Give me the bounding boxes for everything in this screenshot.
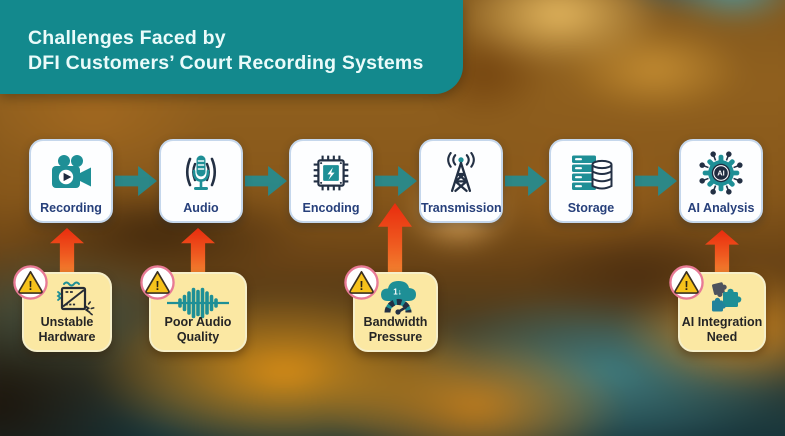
page-title-line1: Challenges Faced by — [28, 27, 226, 49]
challenge-poor-audio-quality: ! Poor Audio Quality — [140, 265, 247, 352]
audio-waveform-icon — [151, 282, 245, 324]
step-label: Encoding — [302, 201, 360, 215]
step-encoding: Encoding — [289, 139, 373, 223]
server-database-icon — [551, 148, 631, 198]
ai-gear-label: AI — [717, 169, 725, 178]
microphone-icon — [161, 148, 241, 198]
step-ai-analysis: AI AI Analysis — [679, 139, 763, 223]
step-label: Audio — [183, 201, 219, 215]
svg-text:!: ! — [155, 279, 159, 293]
challenge-label: Bandwidth Pressure — [363, 315, 428, 344]
step-label: Recording — [40, 201, 102, 215]
warning-badge-icon: ! — [13, 265, 48, 300]
step-label: AI Analysis — [687, 201, 755, 215]
puzzle-pieces-icon — [680, 278, 764, 320]
step-audio: Audio — [159, 139, 243, 223]
header-banner: Challenges Faced by DFI Customers’ Court… — [0, 0, 463, 94]
challenge-label: AI Integration Need — [681, 315, 763, 344]
step-storage: Storage — [549, 139, 633, 223]
video-camera-icon — [31, 148, 111, 198]
step-recording: Recording — [29, 139, 113, 223]
svg-text:!: ! — [28, 279, 32, 293]
warning-badge-icon: ! — [140, 265, 175, 300]
challenge-label: Poor Audio Quality — [164, 315, 232, 344]
page-title-line2: DFI Customers’ Court Recording Systems — [28, 52, 424, 74]
radio-tower-icon — [421, 148, 501, 198]
challenge-label: Unstable Hardware — [38, 315, 96, 344]
challenge-bandwidth-pressure: ! 1↓ Bandwidth Pressure — [344, 265, 438, 352]
step-transmission: Transmission — [419, 139, 503, 223]
challenge-ai-integration-need: ! AI Integration Need — [669, 265, 766, 352]
ai-gear-icon: AI — [681, 148, 761, 198]
warning-badge-icon: ! — [344, 265, 379, 300]
step-label: Transmission — [421, 201, 502, 215]
broken-hardware-icon — [24, 278, 110, 320]
chip-icon — [291, 148, 371, 198]
challenge-unstable-hardware: ! Unstable Hardware — [13, 265, 112, 352]
cloud-label: 1↓ — [393, 288, 401, 297]
step-label: Storage — [567, 201, 615, 215]
cloud-gauge-icon: 1↓ — [355, 278, 436, 320]
warning-badge-icon: ! — [669, 265, 704, 300]
svg-text:!: ! — [359, 279, 363, 293]
svg-text:!: ! — [684, 279, 688, 293]
